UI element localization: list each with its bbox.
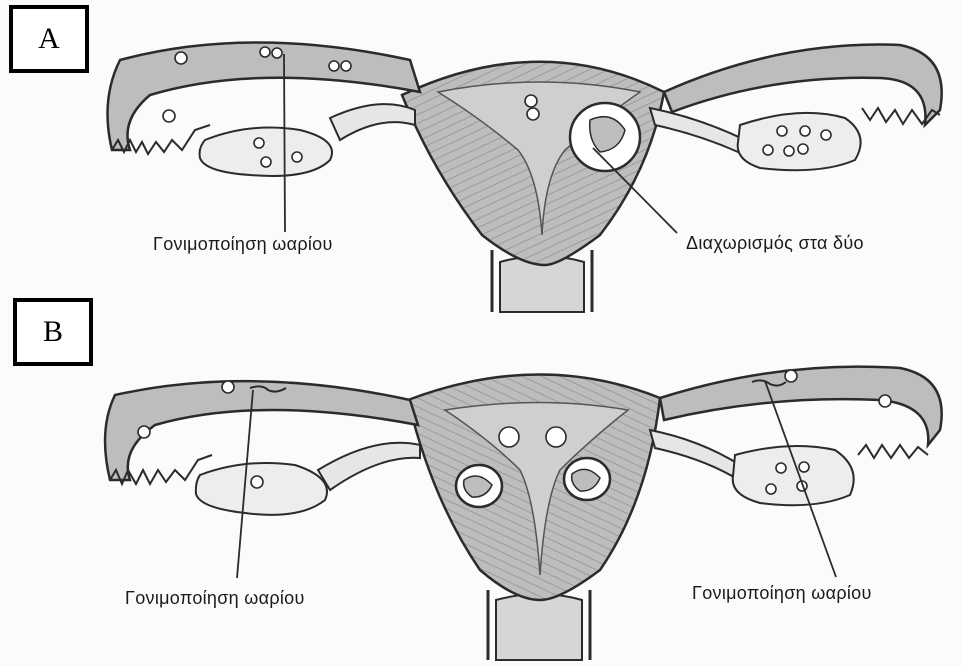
panel-b-letter: B: [13, 298, 93, 366]
panel-a-letter: A: [9, 5, 89, 73]
panel-b-drawing: [105, 367, 942, 660]
panel-a-right-label: Διαχωρισμός στα δύο: [686, 233, 864, 254]
panel-b-right-label: Γονιμοποίηση ωαρίου: [692, 583, 872, 604]
panel-b-left-label: Γονιμοποίηση ωαρίου: [125, 588, 305, 609]
panel-a-left-label: Γονιμοποίηση ωαρίου: [153, 234, 333, 255]
panel-a-drawing: [108, 43, 942, 313]
